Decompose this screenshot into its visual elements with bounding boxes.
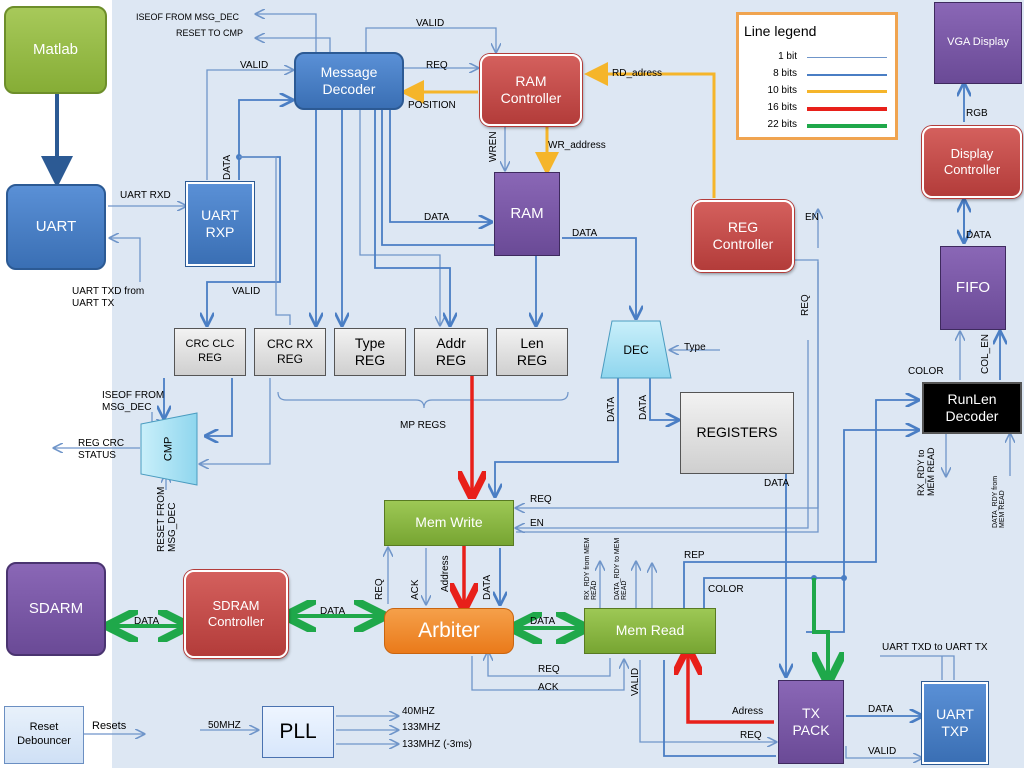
label-iseof-from-msg-dec: ISEOF FROM MSG_DEC: [102, 390, 165, 413]
mem-read-block: Mem Read: [584, 608, 716, 654]
label-req-msg: REQ: [426, 60, 448, 71]
label-valid-crc: VALID: [232, 286, 261, 297]
label-req-mw: REQ: [530, 494, 552, 505]
label-ack-mr: ACK: [538, 682, 559, 693]
legend-row-16bits: 16 bits: [739, 102, 895, 118]
label-rep: REP: [684, 550, 705, 561]
label-data-ram: DATA: [424, 212, 450, 223]
legend-row-22bits: 22 bits: [739, 119, 895, 135]
mem-write-block: Mem Write: [384, 500, 514, 546]
label-40mhz: 40MHZ: [402, 706, 435, 717]
label-reg-crc-status: REG CRC STATUS: [78, 438, 125, 461]
label-data-sdarm: DATA: [134, 616, 160, 627]
runlen-decoder-block: RunLen Decoder: [922, 382, 1022, 434]
label-col-en: COL_EN: [980, 333, 991, 374]
legend-row-8bits: 8 bits: [739, 68, 895, 84]
ram-block: RAM: [494, 172, 560, 256]
label-valid-tx: VALID: [868, 746, 897, 757]
label-req-arb: REQ: [374, 578, 385, 600]
label-req-reg: REQ: [800, 294, 811, 316]
label-valid-mr: VALID: [630, 667, 641, 696]
vga-display-block: VGA Display: [934, 2, 1022, 84]
crc-rx-reg-block: CRC RX REG: [254, 328, 326, 376]
label-rx-rdy-from-mem-read: RX_RDY from MEM READ: [584, 537, 598, 601]
label-uart-rxd: UART RXD: [120, 190, 171, 201]
sdram-controller-block: SDRAM Controller: [184, 570, 288, 658]
label-type: Type: [684, 342, 706, 353]
label-data-dec2: DATA: [638, 394, 649, 420]
label-50mhz: 50MHZ: [208, 720, 241, 731]
label-position: POSITION: [408, 100, 456, 111]
label-resets: Resets: [92, 720, 127, 732]
legend-row-1bit: 1 bit: [739, 51, 895, 67]
label-data-fifo: DATA: [966, 230, 992, 241]
label-data-registers: DATA: [764, 478, 790, 489]
label-mp-regs: MP REGS: [400, 420, 446, 431]
len-reg-block: Len REG: [496, 328, 568, 376]
message-decoder-block: Message Decoder: [294, 52, 404, 110]
registers-block: REGISTERS: [680, 392, 794, 474]
pll-block: PLL: [262, 706, 334, 758]
label-req-tx: REQ: [740, 730, 762, 741]
label-data-rdy-to-mem-read: DATA_RDY to MEM READ: [614, 537, 628, 600]
sdarm-block: SDARM: [6, 562, 106, 656]
label-133mhz: 133MHZ: [402, 722, 441, 733]
addr-reg-block: Addr REG: [414, 328, 488, 376]
uart-txp-block: UART TXP: [922, 682, 988, 764]
label-en-reg: EN: [805, 212, 819, 223]
tx-pack-block: TX PACK: [778, 680, 844, 764]
line-legend: Line legend 1 bit 8 bits 10 bits 16 bits…: [736, 12, 898, 140]
crc-clc-reg-block: CRC CLC REG: [174, 328, 246, 376]
matlab-block: Matlab: [4, 6, 107, 94]
dec-block: DEC: [623, 342, 649, 357]
label-req-mr: REQ: [538, 664, 560, 675]
label-iseof-top: ISEOF FROM MSG_DEC: [136, 12, 240, 22]
label-wren: WREN: [488, 131, 499, 162]
label-rd-adress: RD_adress: [612, 68, 663, 79]
cmp-shape: [140, 412, 198, 486]
label-rgb: RGB: [966, 108, 988, 119]
label-uart-txd-to-uart-tx: UART TXD to UART TX: [882, 642, 988, 653]
label-color-rl: COLOR: [908, 366, 944, 377]
cmp-label: CMP: [162, 436, 175, 462]
arbiter-block: Arbiter: [384, 608, 514, 654]
label-reset-from-msg-dec: RESET FROM MSG_DEC: [156, 486, 178, 552]
label-data-arb: DATA: [482, 574, 493, 600]
dec-shape: [600, 320, 672, 379]
label-adress-tx: Adress: [732, 706, 764, 717]
label-en-mw: EN: [530, 518, 544, 529]
label-address-arb: Address: [440, 555, 451, 592]
label-rx-rdy-to-mem-read: RX_RDY to MEM READ: [916, 447, 936, 496]
reg-controller-block: REG Controller: [692, 200, 794, 272]
label-color-mr: COLOR: [708, 584, 744, 595]
label-data-sdram: DATA: [320, 606, 346, 617]
uart-rxp-block: UART RXP: [186, 182, 254, 266]
display-controller-block: Display Controller: [922, 126, 1022, 198]
label-data-rdy-from-mem-read: DATA_RDY from MEM READ: [992, 475, 1006, 528]
label-reset-to-cmp: RESET TO CMP: [176, 28, 244, 38]
label-valid-msg: VALID: [240, 60, 269, 71]
ram-controller-block: RAM Controller: [480, 54, 582, 126]
legend-title: Line legend: [744, 23, 817, 39]
label-data-rxp: DATA: [222, 154, 233, 180]
legend-row-10bits: 10 bits: [739, 85, 895, 101]
label-data-ram-out: DATA: [572, 228, 598, 239]
label-wr-address: WR_address: [548, 140, 606, 151]
label-ack-arb: ACK: [410, 579, 421, 600]
type-reg-block: Type REG: [334, 328, 406, 376]
label-uart-txd-from: UART TXD from UART TX: [72, 286, 145, 309]
uart-block: UART: [6, 184, 106, 270]
label-data-mr: DATA: [530, 616, 556, 627]
label-133mhz-3ms: 133MHZ (-3ms): [402, 739, 473, 750]
label-data-dec1: DATA: [606, 396, 617, 422]
fifo-block: FIFO: [940, 246, 1006, 330]
reset-debouncer-block: Reset Debouncer: [4, 706, 84, 764]
label-data-tx: DATA: [868, 704, 894, 715]
cmp-block: CMP: [140, 412, 198, 486]
label-valid-top: VALID: [416, 18, 445, 29]
